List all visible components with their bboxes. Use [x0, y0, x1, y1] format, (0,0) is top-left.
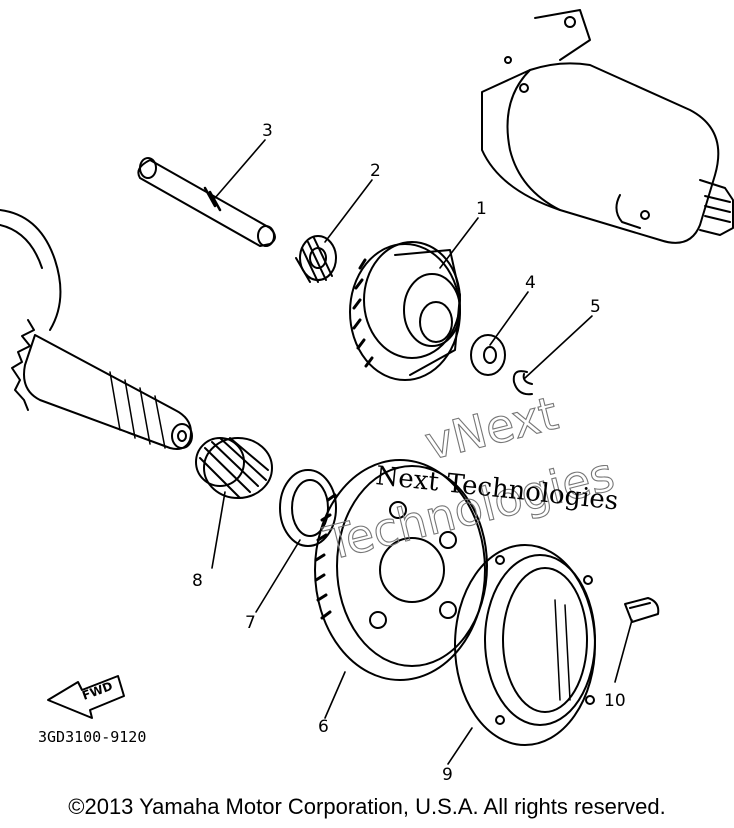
drawing-code: 3GD3100-9120	[38, 728, 146, 746]
callout-8: 8	[192, 571, 203, 591]
text-layer: vNext Technologies Next Technologies 3 2…	[38, 121, 626, 785]
needle-bearing-large	[195, 437, 273, 499]
starter-clutch-gear	[349, 241, 461, 381]
callout-6: 6	[318, 717, 329, 737]
copyright-footer: ©2013 Yamaha Motor Corporation, U.S.A. A…	[68, 794, 666, 819]
fwd-arrow	[47, 675, 125, 719]
callout-5: 5	[590, 297, 601, 317]
callout-10: 10	[604, 691, 626, 711]
callout-2: 2	[370, 161, 381, 181]
callout-7: 7	[245, 613, 256, 633]
callout-9: 9	[442, 765, 453, 785]
washer	[470, 334, 506, 376]
leader-lines	[211, 139, 633, 765]
fwd-label: FWD	[80, 679, 114, 703]
thrust-washer	[279, 469, 337, 547]
starter-motor	[481, 9, 734, 244]
watermark-outline-top: vNext	[420, 386, 563, 471]
callout-1: 1	[476, 199, 487, 219]
shaft	[137, 157, 276, 247]
callout-4: 4	[525, 273, 536, 293]
crankshaft	[0, 209, 193, 450]
circlip	[512, 370, 533, 396]
exploded-view-drawing	[0, 9, 734, 765]
wheel-gear	[314, 459, 488, 681]
one-way-clutch	[454, 544, 596, 746]
needle-bearing-small	[295, 235, 337, 283]
bolt	[624, 597, 660, 623]
callout-3: 3	[262, 121, 273, 141]
